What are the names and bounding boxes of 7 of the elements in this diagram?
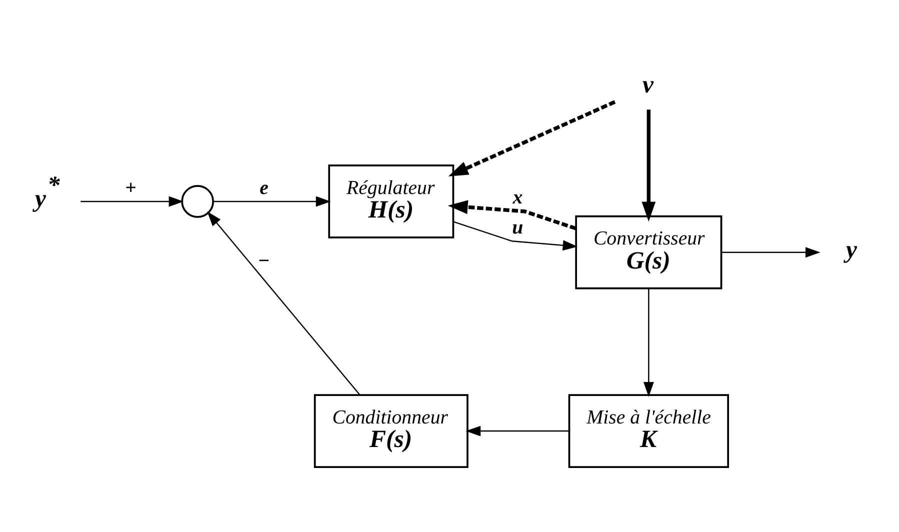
edge-label: − [258,250,270,272]
edge-label: + [124,176,136,199]
edge-label: u [512,216,524,238]
node-text: y [846,236,858,264]
node-text: v [642,71,654,98]
edge-label: x [512,186,523,209]
edge-label: e [260,176,268,199]
